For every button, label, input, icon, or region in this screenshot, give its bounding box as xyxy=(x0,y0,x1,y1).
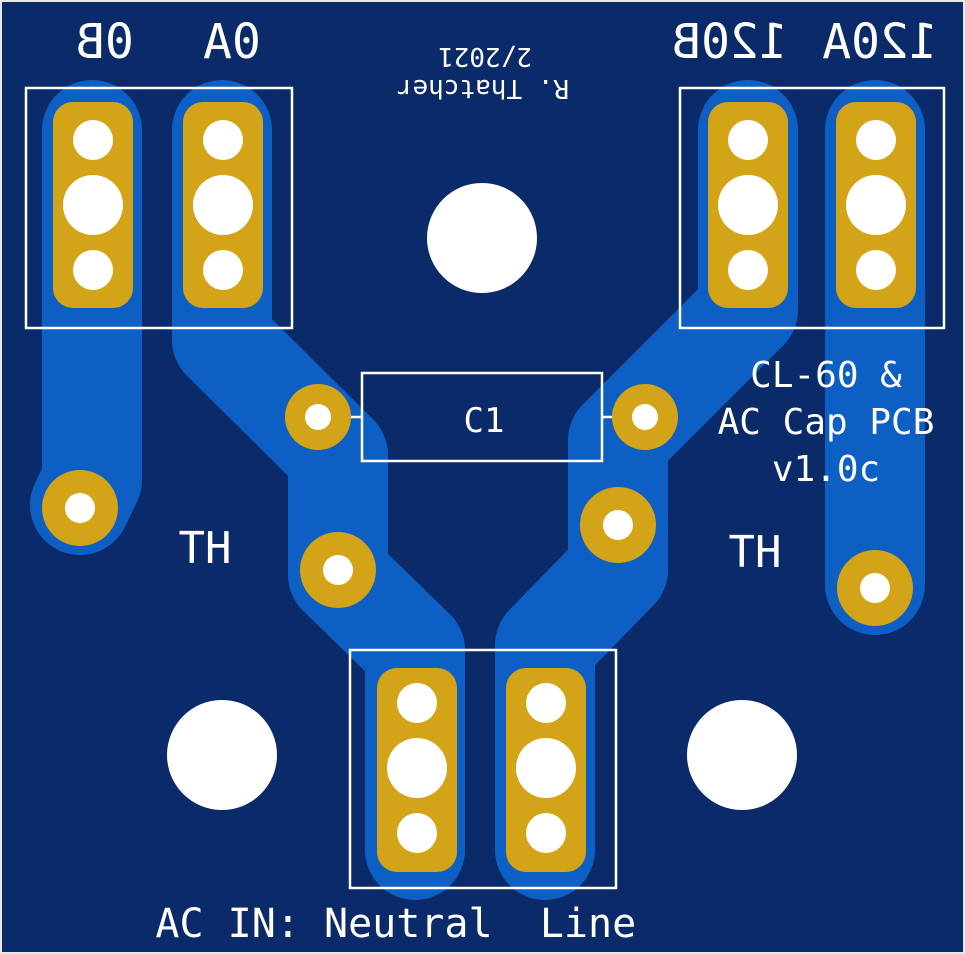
label-c1: C1 xyxy=(464,401,505,441)
drill-120b-bot xyxy=(728,250,768,290)
drill-0b-lead xyxy=(65,493,95,523)
drill-120b-mid xyxy=(718,175,778,235)
label-board-name-2: AC Cap PCB xyxy=(718,402,935,443)
label-0b: 0B xyxy=(76,14,134,70)
drill-0a-bot xyxy=(203,250,243,290)
drill-120a-lead xyxy=(860,573,890,603)
mounting-hole-bottom-right xyxy=(687,700,797,810)
drill-line-mid xyxy=(516,738,576,798)
label-ac-in: AC IN: Neutral xyxy=(155,901,492,947)
label-th-left: TH xyxy=(179,523,232,574)
label-author: R. Thatcher xyxy=(397,73,569,103)
label-0a: 0A xyxy=(203,14,261,70)
drill-c1-left xyxy=(305,404,331,430)
drill-neutral-mid xyxy=(387,738,447,798)
drill-120a-bot xyxy=(856,250,896,290)
terminal-pads xyxy=(53,102,916,872)
drill-0a-top xyxy=(203,120,243,160)
drill-neutral-top xyxy=(397,683,437,723)
drill-0a-mid xyxy=(193,175,253,235)
drill-0b-top xyxy=(73,120,113,160)
drill-th-left xyxy=(323,555,353,585)
label-board-name-1: CL-60 & xyxy=(750,355,902,396)
drill-th-right xyxy=(603,510,633,540)
drill-120b-top xyxy=(728,120,768,160)
drill-line-top xyxy=(526,683,566,723)
label-board-version: v1.0c xyxy=(772,449,880,490)
label-th-right: TH xyxy=(729,527,782,578)
terminal-outline-left xyxy=(24,86,294,330)
mounting-hole-bottom-left xyxy=(167,700,277,810)
mounting-hole-top xyxy=(427,183,537,293)
mounting-holes xyxy=(167,183,797,810)
label-date: 2/2021 xyxy=(438,41,532,71)
terminal-outline-bottom xyxy=(348,648,618,890)
label-120a: 120A xyxy=(822,14,938,70)
drill-120a-top xyxy=(856,120,896,160)
drill-0b-bot xyxy=(73,250,113,290)
terminal-outline-right xyxy=(678,86,946,330)
drill-0b-mid xyxy=(63,175,123,235)
drill-120a-mid xyxy=(846,175,906,235)
drill-holes xyxy=(63,120,906,853)
label-line: Line xyxy=(540,901,636,947)
drill-neutral-bot xyxy=(397,813,437,853)
drill-line-bot xyxy=(526,813,566,853)
drill-c1-right xyxy=(632,404,658,430)
label-120b: 120B xyxy=(672,14,788,70)
